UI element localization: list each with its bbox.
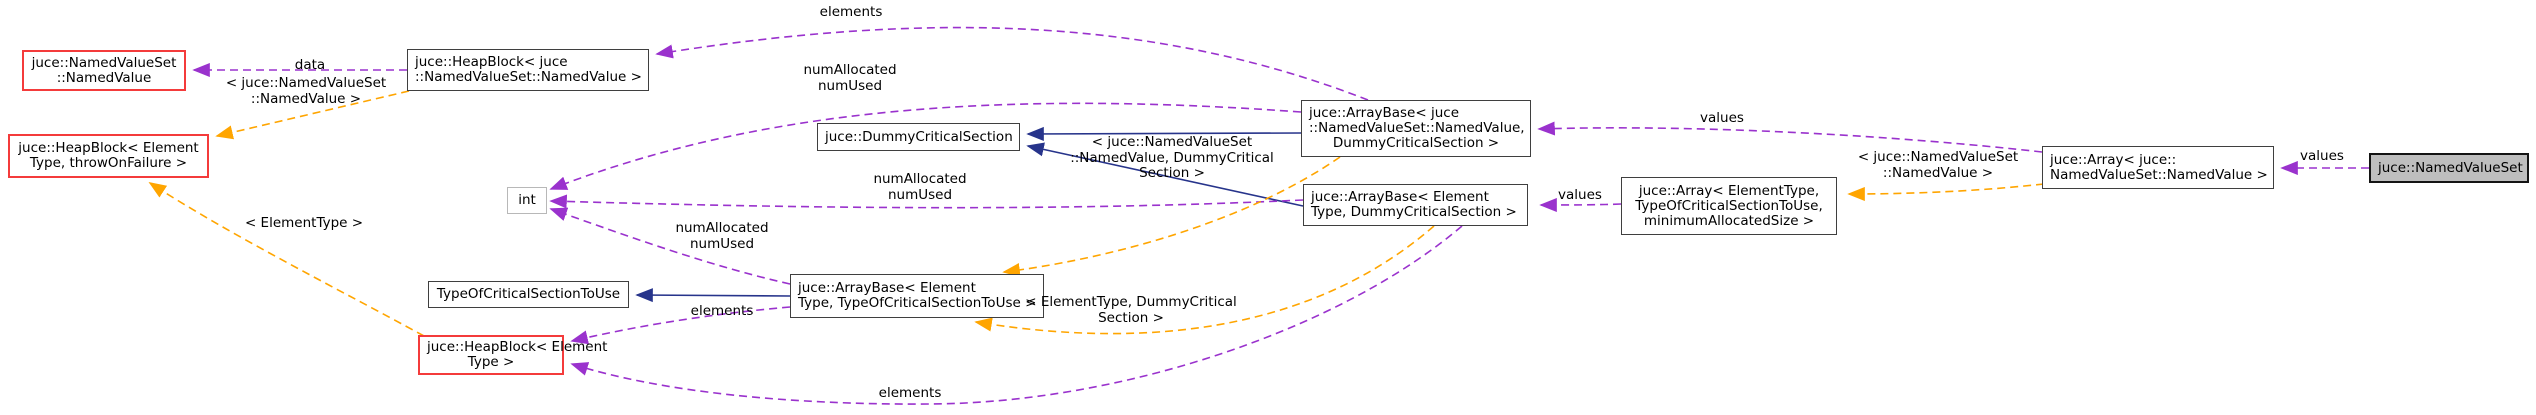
- edge-template-heapblock-nv-to-heapblock-throw: [215, 90, 410, 140]
- node-juce-heapblock-namedvalue[interactable]: juce::HeapBlock< juce ::NamedValueSet::N…: [407, 49, 649, 91]
- edge-label-numallocated-low: numAllocated numUsed: [675, 220, 769, 252]
- node-juce-namedvalueset-current: juce::NamedValueSet: [2369, 153, 2529, 183]
- node-label: ::NamedValueSet::NamedValue,: [1309, 120, 1525, 136]
- edge-usage-elements-mid: [570, 306, 791, 345]
- edge-usage-numallocated-low: [549, 207, 791, 285]
- edge-inherit-arraybase-eldummy-to-dummycritical: [1026, 142, 1304, 207]
- node-label: juce::NamedValueSet: [31, 54, 177, 71]
- edge-usage-values-mid: [1539, 197, 1622, 213]
- node-juce-dummycriticalsection[interactable]: juce::DummyCriticalSection: [817, 123, 1020, 151]
- edge-label-numallocated-top: numAllocated numUsed: [803, 62, 897, 94]
- edge-template-heapblock-el-to-heapblock-throw: [148, 182, 425, 337]
- edge-label-elementtype: < ElementType >: [244, 215, 364, 231]
- node-label: juce::HeapBlock< Element: [18, 140, 199, 156]
- edge-label-line: ::NamedValue, DummyCritical: [1070, 149, 1274, 166]
- edge-usage-elements-bottom: [570, 225, 1463, 405]
- edge-label-line: numUsed: [817, 77, 883, 94]
- node-label: NamedValueSet::NamedValue >: [2050, 166, 2268, 183]
- edge-label-elements-bottom: elements: [878, 385, 942, 401]
- node-juce-arraybase-elementtype-typeofcriticalsectiontouse[interactable]: juce::ArrayBase< Element Type, TypeOfCri…: [790, 274, 1044, 318]
- node-label: juce::NamedValueSet: [2378, 159, 2523, 176]
- edge-label-elements-mid: elements: [690, 303, 754, 319]
- edge-label-template-array-namedvalue: < juce::NamedValueSet ::NamedValue >: [1857, 149, 2019, 181]
- edge-label-line: < ElementType, DummyCritical: [1025, 294, 1237, 310]
- node-label: juce::ArrayBase< Element: [1311, 189, 1489, 205]
- edge-inherit-arraybase-eltocs-to-typeofcritical: [635, 288, 791, 303]
- node-juce-heapblock-elementtype-throwonfailure[interactable]: juce::HeapBlock< Element Type, throwOnFa…: [8, 134, 209, 178]
- edge-label-line: numUsed: [689, 235, 755, 252]
- node-label: DummyCriticalSection >: [1332, 135, 1500, 151]
- edge-label-line: numAllocated: [675, 220, 769, 236]
- node-label: Type, DummyCriticalSection >: [1311, 204, 1517, 220]
- edge-usage-numallocated-mid: [549, 194, 1304, 209]
- edge-template-array-nv-to-array-el: [1847, 183, 2045, 202]
- edge-label-line: numAllocated: [873, 171, 967, 187]
- edge-template-arraybase-eldummy-to-arraybase-eltocs: [974, 225, 1435, 335]
- node-label: int: [518, 192, 536, 208]
- edge-label-template-namedvalue-dummycritical: < juce::NamedValueSet ::NamedValue, Dumm…: [1070, 134, 1274, 182]
- node-juce-arraybase-elementtype-dummycriticalsection[interactable]: juce::ArrayBase< Element Type, DummyCrit…: [1303, 184, 1528, 226]
- node-label: TypeOfCriticalSectionToUse,: [1635, 197, 1823, 214]
- edge-template-arraybase-nv-to-arraybase-eltocs: [1002, 156, 1341, 278]
- edge-label-template-elementtype-dummycritical: < ElementType, DummyCritical Section >: [1025, 294, 1237, 326]
- node-juce-arraybase-namedvalue-dummycriticalsection[interactable]: juce::ArrayBase< juce ::NamedValueSet::N…: [1301, 100, 1531, 157]
- edge-label-numallocated-mid: numAllocated numUsed: [873, 171, 967, 203]
- edge-label-line: < juce::NamedValueSet: [225, 75, 387, 91]
- edge-label-data: data: [294, 57, 326, 73]
- edge-label-elements-top: elements: [819, 4, 883, 20]
- edge-label-values-right: values: [2300, 148, 2344, 164]
- node-label: Type, TypeOfCriticalSectionToUse >: [798, 295, 1037, 311]
- edge-label-line: < juce::NamedValueSet: [1091, 134, 1253, 150]
- node-label: juce::HeapBlock< juce: [415, 54, 568, 70]
- edge-label-line: ::NamedValue >: [250, 90, 362, 107]
- node-typeofcriticalsectiontouse[interactable]: TypeOfCriticalSectionToUse: [428, 281, 629, 308]
- edge-label-line: ::NamedValue >: [1882, 164, 1994, 181]
- node-juce-array-namedvalue[interactable]: juce::Array< juce:: NamedValueSet::Named…: [2042, 146, 2274, 189]
- node-juce-array-elementtype-typeofcriticalsectiontouse[interactable]: juce::Array< ElementType, TypeOfCritical…: [1621, 177, 1837, 235]
- node-label: juce::HeapBlock< Element: [427, 339, 608, 355]
- node-label: minimumAllocatedSize >: [1643, 212, 1815, 229]
- node-label: ::NamedValue: [56, 69, 152, 86]
- edge-label-template-namedvalue: < juce::NamedValueSet ::NamedValue >: [225, 75, 387, 107]
- node-label: juce::Array< juce::: [2050, 151, 2177, 168]
- node-label: Type, throwOnFailure >: [29, 155, 188, 171]
- node-label: juce::ArrayBase< juce: [1309, 105, 1460, 121]
- edge-label-line: numAllocated: [803, 62, 897, 78]
- edge-usage-elements-top: [655, 26, 1369, 101]
- edge-inherit-arraybase-nv-to-dummycritical: [1026, 126, 1302, 141]
- node-label: TypeOfCriticalSectionToUse: [436, 286, 621, 302]
- edge-label-line: numUsed: [887, 186, 953, 203]
- edge-label-line: Section >: [1139, 165, 1205, 181]
- node-juce-namedvalueset-namedvalue[interactable]: juce::NamedValueSet ::NamedValue: [22, 50, 186, 91]
- node-label: Type >: [467, 354, 515, 370]
- edge-label-line: Section >: [1098, 309, 1164, 326]
- edge-label-values-mid: values: [1558, 187, 1602, 203]
- edge-usage-values-top: [1537, 121, 2043, 153]
- node-label: ::NamedValueSet::NamedValue >: [415, 69, 642, 85]
- node-label: juce::DummyCriticalSection: [825, 128, 1013, 145]
- edge-label-values-top: values: [1700, 110, 1744, 126]
- node-int: int: [507, 187, 547, 214]
- node-label: juce::Array< ElementType,: [1638, 182, 1820, 199]
- edge-label-line: < juce::NamedValueSet: [1857, 149, 2019, 165]
- node-juce-heapblock-elementtype[interactable]: juce::HeapBlock< Element Type >: [418, 335, 608, 375]
- node-label: juce::ArrayBase< Element: [798, 280, 976, 296]
- edge-usage-numallocated-top: [549, 102, 1302, 190]
